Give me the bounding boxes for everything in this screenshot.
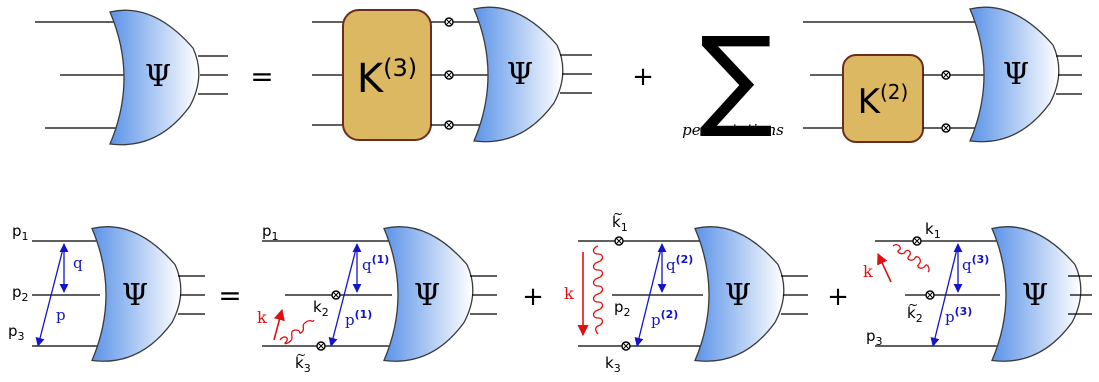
momentum-arrow-p (328, 244, 358, 347)
momentum-arrow-p (35, 244, 65, 347)
label-p1-momentum: p(1) (345, 308, 372, 329)
label-p3-momentum: p(3) (945, 305, 972, 326)
label-p1: p1 (12, 222, 29, 243)
label-p2-momentum: p(2) (651, 308, 678, 329)
bottom-term-2: k1 ~ p2 k3 k q(2) p(2) Ψ (564, 207, 808, 375)
gluon-momentum-arrow (877, 252, 892, 283)
psi-symbol: Ψ (507, 57, 533, 92)
cut-vertex-icon (941, 123, 951, 133)
label-p: p (56, 306, 66, 324)
cut-vertex-icon (925, 290, 935, 300)
bottom-lhs-diagram: p1 p2 p3 q p Ψ (8, 222, 205, 362)
plus-sign: + (632, 62, 654, 92)
gluon-coil-icon (892, 244, 930, 273)
label-p3: p3 (866, 327, 883, 348)
cut-vertex-icon (316, 341, 326, 351)
psi-symbol: Ψ (1003, 57, 1029, 92)
label-q1: q(1) (362, 253, 389, 274)
tilde-mark: ~ (296, 348, 306, 362)
label-k2: k2 (313, 298, 329, 319)
cut-vertex-icon (444, 70, 454, 80)
gluon-coil-icon (279, 319, 315, 345)
label-k3: k3 (605, 354, 621, 375)
plus-sign: + (827, 282, 849, 312)
label-q2: q(2) (666, 253, 693, 274)
top-term-kernel3: K(3) Ψ (312, 6, 592, 143)
label-k: k (863, 262, 873, 281)
psi-symbol: Ψ (725, 278, 751, 313)
psi-symbol: Ψ (414, 278, 440, 313)
cut-vertex-icon (621, 341, 631, 351)
label-k: k (257, 308, 267, 327)
cut-vertex-icon (444, 17, 454, 27)
cut-vertex-icon (331, 290, 341, 300)
kernel-box-2 (842, 54, 924, 143)
psi-symbol: Ψ (145, 59, 171, 94)
sum-caption: permutations (682, 121, 784, 139)
psi-symbol: Ψ (1022, 278, 1048, 313)
gluon-coil-icon (592, 245, 604, 335)
cut-vertex-icon (614, 236, 624, 246)
tilde-mark: ~ (908, 298, 918, 312)
summation-symbol: ∑ (699, 13, 773, 141)
label-p2: p2 (12, 283, 29, 304)
label-k1-tilde: k1 (612, 213, 628, 234)
label-k3-tilde: k3 (295, 354, 311, 375)
label-k2-tilde: k2 (907, 304, 923, 325)
label-p2: p2 (614, 298, 631, 319)
label-p3: p3 (8, 322, 25, 343)
cut-vertex-icon (444, 120, 454, 130)
equals-sign: = (250, 60, 273, 93)
gluon-momentum-arrow (273, 308, 285, 341)
label-k: k (564, 284, 574, 303)
label-q3: q(3) (962, 253, 989, 274)
label-k1: k1 (925, 220, 941, 241)
bottom-term-1: p1 k2 k3 ~ k q(1) p(1) Ψ (257, 222, 497, 375)
cut-vertex-icon (941, 70, 951, 80)
label-q: q (73, 254, 83, 272)
kernel2-label: K(2) (858, 80, 909, 122)
top-term-kernel2: K(2) Ψ (803, 6, 1082, 143)
kernel3-label: K(3) (357, 54, 417, 102)
momentum-arrow-p (634, 244, 663, 347)
tilde-mark: ~ (613, 207, 623, 221)
psi-symbol: Ψ (122, 278, 148, 313)
momentum-arrow-p (930, 244, 959, 347)
plus-sign: + (522, 282, 544, 312)
label-p1: p1 (262, 222, 279, 243)
equals-sign: = (218, 279, 241, 312)
bottom-term-3: k1 k2 ~ p3 k q(3) p(3) Ψ (863, 220, 1092, 362)
top-lhs-diagram: Ψ (35, 9, 228, 146)
cut-vertex-icon (912, 236, 922, 246)
